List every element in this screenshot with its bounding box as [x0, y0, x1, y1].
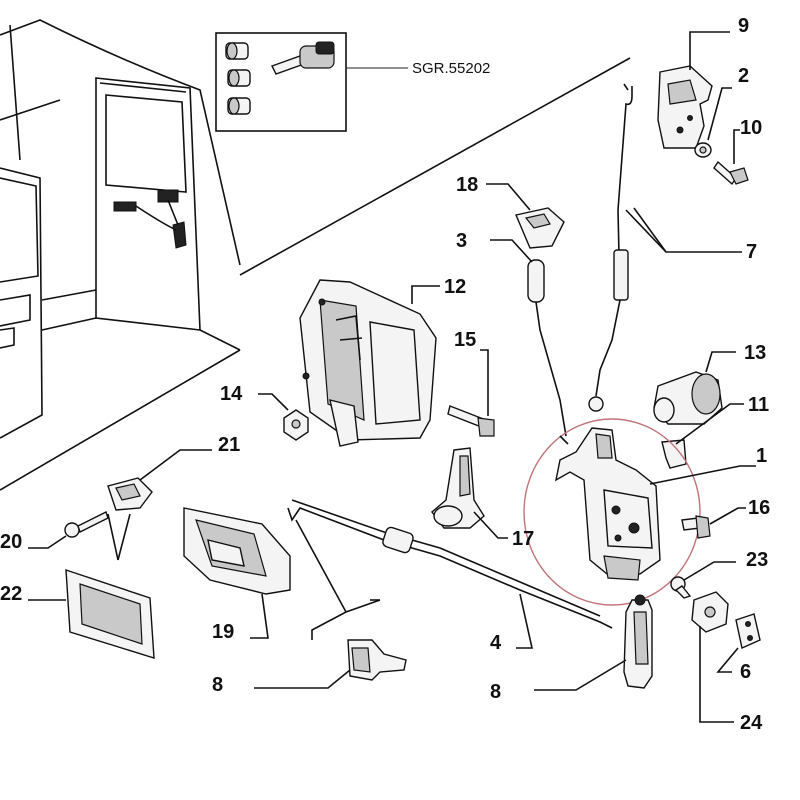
callout-17: 17 — [512, 528, 534, 550]
leader-bracket — [295, 519, 381, 640]
part-3-rod — [490, 239, 567, 437]
part-21-clip — [107, 449, 212, 561]
part-1-door-lock — [555, 427, 756, 581]
callout-20: 20 — [0, 531, 22, 553]
part-19-handle — [183, 507, 291, 639]
part-15-bolt — [447, 349, 495, 437]
callout-8-right: 8 — [490, 681, 501, 703]
lock-cylinder-icon — [225, 42, 251, 115]
lock-cylinder-kit: SGR.55202 — [215, 32, 490, 132]
callout-15: 15 — [454, 329, 476, 351]
part-2-washer — [694, 87, 732, 158]
part-7-rod — [588, 83, 742, 412]
callout-14: 14 — [220, 383, 243, 405]
callout-6: 6 — [740, 661, 751, 683]
part-11-clip — [661, 403, 744, 469]
part-22-trim — [28, 569, 155, 659]
callout-16: 16 — [748, 497, 770, 519]
callout-2: 2 — [738, 65, 749, 87]
part-17-clip — [431, 447, 508, 539]
callout-23: 23 — [746, 549, 768, 571]
callout-10: 10 — [740, 117, 762, 139]
part-9-bracket — [657, 31, 730, 149]
part-10-bolt — [713, 129, 749, 186]
part-18-insert — [486, 183, 565, 249]
van-rear-door-illustration — [0, 19, 631, 491]
callout-13: 13 — [744, 342, 766, 364]
part-8-clip-left — [254, 639, 407, 689]
part-16-bolt — [681, 507, 746, 539]
key-icon — [271, 41, 335, 75]
callout-22: 22 — [0, 583, 22, 605]
callout-21: 21 — [218, 434, 240, 456]
callout-24: 24 — [740, 712, 763, 734]
part-12-handle — [299, 279, 440, 447]
kit-code: SGR.55202 — [412, 60, 490, 77]
part-6-plate — [716, 613, 761, 673]
part-24-bracket — [691, 591, 734, 723]
callout-12: 12 — [444, 276, 466, 298]
callout-3: 3 — [456, 230, 467, 252]
callout-1: 1 — [756, 445, 767, 467]
part-13-actuator — [653, 351, 736, 425]
callout-8-left: 8 — [212, 674, 223, 696]
callout-11: 11 — [748, 394, 769, 416]
lock-highlight-ring — [523, 418, 701, 606]
callout-18: 18 — [456, 174, 478, 196]
part-4-rod — [287, 499, 613, 649]
part-8-lock-actuator-right — [534, 594, 653, 691]
callout-7: 7 — [746, 241, 757, 263]
callout-19: 19 — [212, 621, 234, 643]
callout-4: 4 — [490, 632, 502, 654]
part-14-nut — [258, 393, 309, 441]
part-23-screw — [670, 561, 736, 599]
leader-line — [559, 435, 569, 445]
part-20-screw — [28, 511, 109, 549]
callout-9: 9 — [738, 15, 749, 37]
